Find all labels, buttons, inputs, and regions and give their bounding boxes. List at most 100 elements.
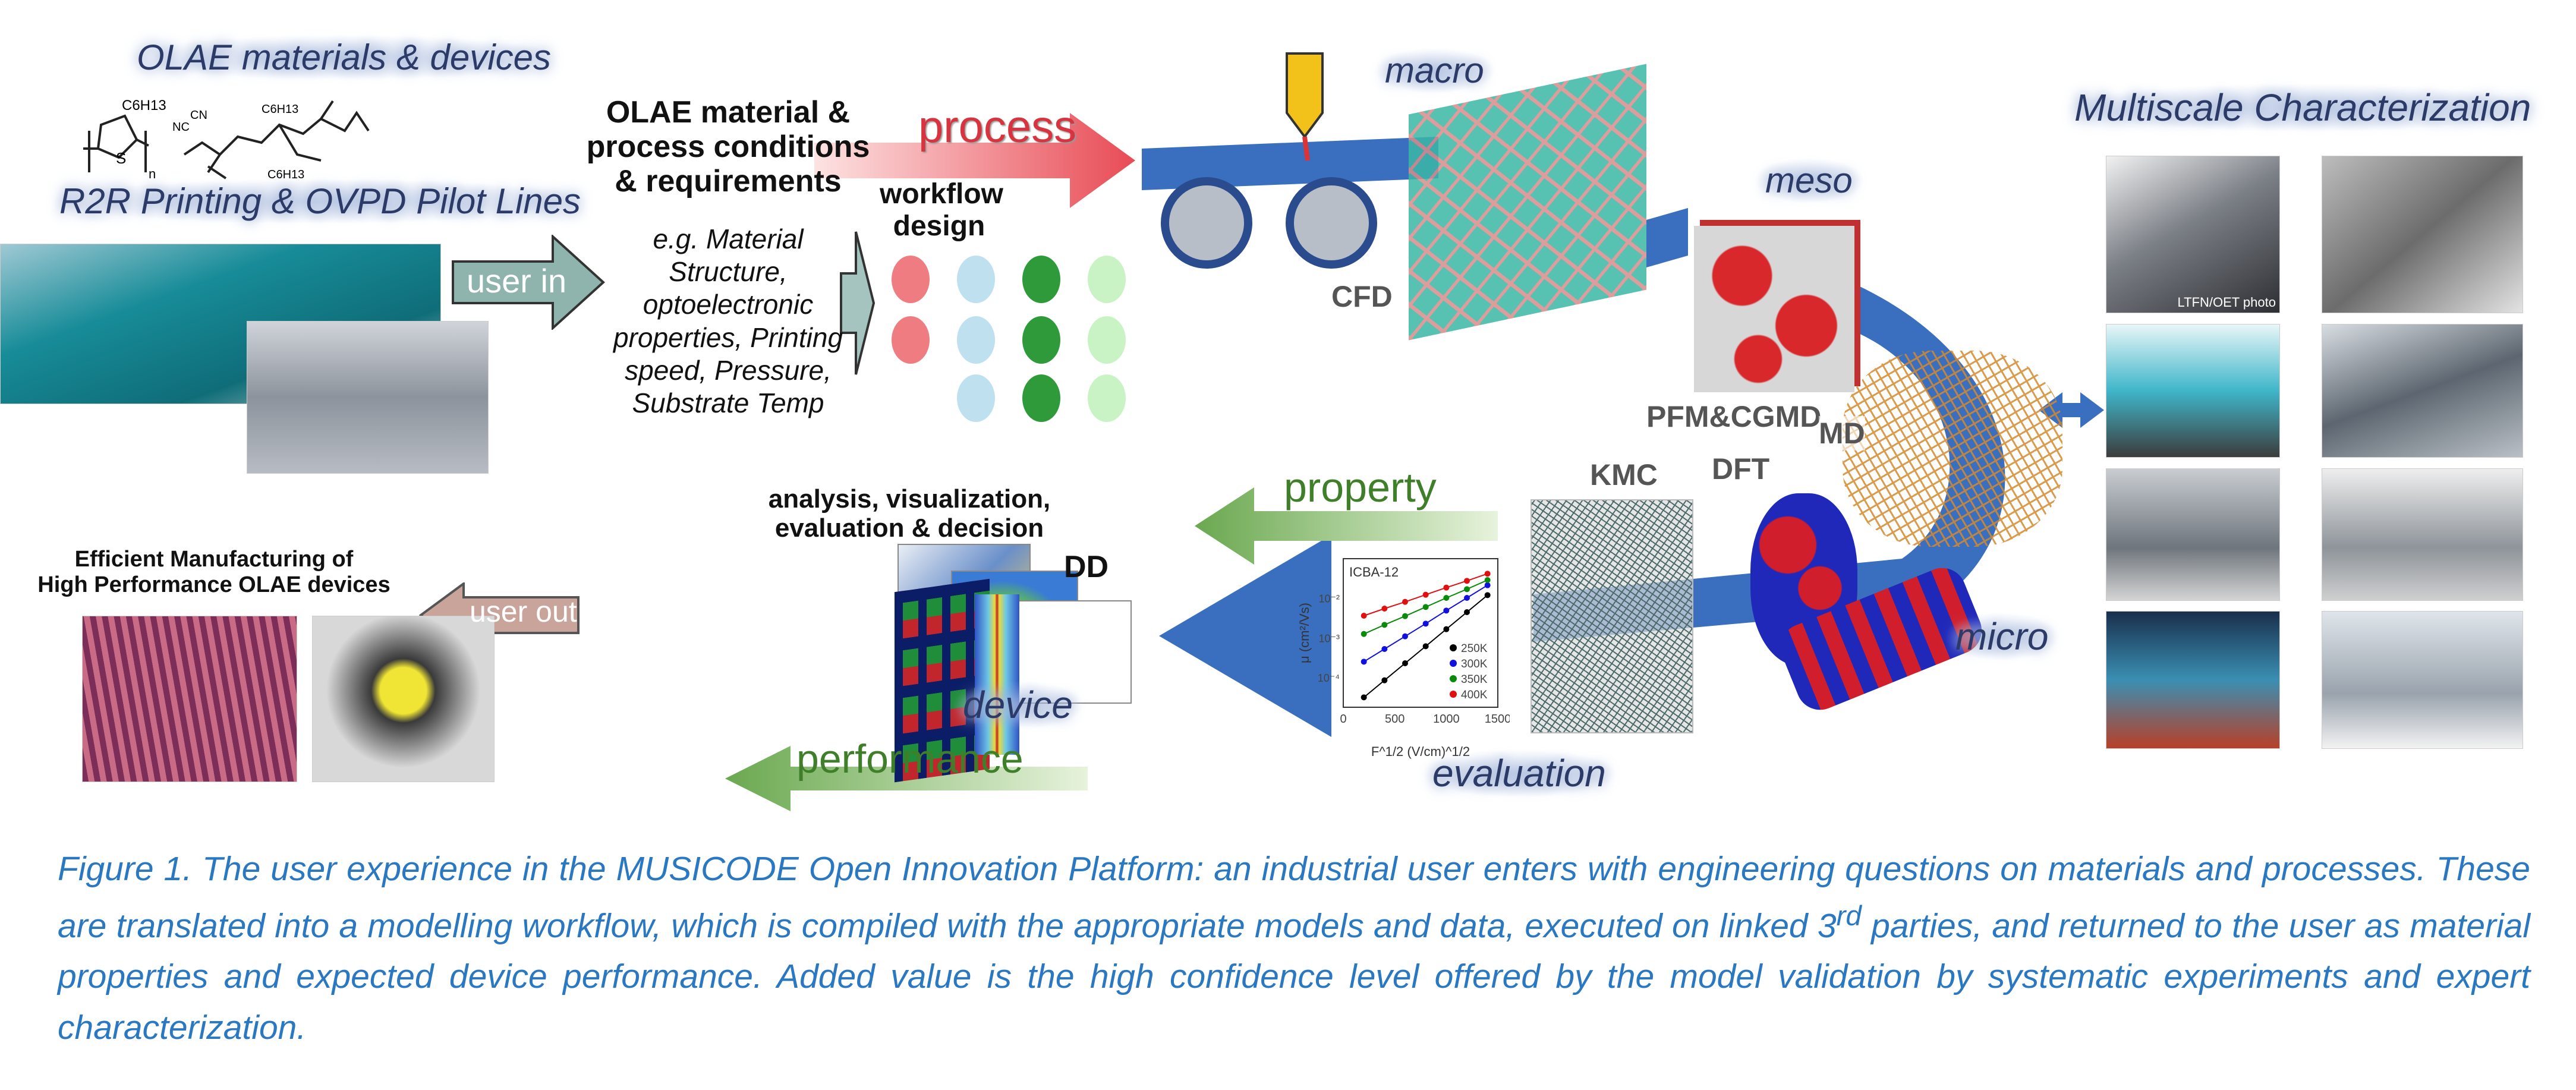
characterization-photo [2106,611,2280,749]
data-point [1484,582,1491,588]
chem-label: C6H13 [267,168,304,181]
conditions-title-line: process conditions [586,130,870,165]
data-point [1361,613,1367,619]
data-point [1464,609,1470,615]
data-point [1381,606,1388,612]
flexible-device-photo [82,616,297,782]
chemical-structures: S C6H13 n NC CN C6H13 C6H13 [83,97,370,181]
conditions-title-line: & requirements [615,164,842,199]
conditions-example-line: optoelectronic [643,289,814,320]
user-out-label: user out [470,595,577,628]
characterization-photo [2322,324,2523,458]
data-point [1381,677,1388,683]
data-point [1402,660,1408,666]
small-input-arrow [840,231,876,375]
legend-marker [1450,660,1457,667]
data-point [1484,592,1491,598]
legend-label: 250K [1461,642,1488,655]
md-structure-image [1843,351,2062,547]
print-nozzle [1286,52,1324,139]
process-arrow [814,113,1135,208]
user-in-arrow [452,235,605,330]
workflow-node [892,256,930,303]
y-tick-label: 10⁻² [1318,593,1340,605]
workflow-node [957,316,995,364]
mobility-chart: F^1/2 (V/cm)^1/2 ICBA-1205001000150010⁻⁴… [1297,558,1510,759]
chem-label: CN [190,109,207,122]
workflow-node [1022,316,1060,364]
characterization-title: Multiscale Characterization [2062,83,2543,132]
data-point [1464,578,1470,584]
characterization-photo [2322,156,2523,313]
pfm-cgmd-label: PFM&CGMD [1646,400,1822,433]
data-point [1402,633,1408,639]
x-tick-label: 1500 [1485,713,1510,726]
conditions-example-line: Structure, [669,256,788,288]
conditions-title-line: OLAE material & [606,95,851,130]
data-point [1402,598,1408,605]
roller-left [1161,177,1252,269]
workflow-node [1088,256,1126,303]
characterization-photo [2322,611,2523,749]
x-tick-label: 0 [1340,713,1346,726]
meso-label: meso [1753,157,1865,203]
data-point [1484,577,1491,583]
legend-marker [1450,644,1457,651]
workflow-node [957,256,995,303]
legend-label: 300K [1461,658,1488,670]
data-point [1484,571,1491,577]
analysis-title-line: evaluation & decision [774,514,1044,543]
chart-title: ICBA-12 [1349,565,1399,579]
kmc-box-image [1531,499,1693,733]
user-in-label: user in [467,262,567,300]
data-point [1443,584,1450,591]
macro-band [1142,137,1438,190]
data-point [1381,646,1388,652]
efficient-title-line: High Performance OLAE devices [37,572,391,597]
workflow-node [1088,316,1126,364]
characterization-photo [2322,468,2523,601]
data-point [1443,595,1450,601]
legend-marker [1450,675,1457,682]
characterization-photo [2106,468,2280,601]
device-heatmap-image [975,594,1019,755]
data-point [1443,626,1450,632]
micro-label: micro [1944,612,2061,661]
caption-text: Figure 1. The user experience in the MUS… [58,850,2530,945]
chem-label: S [116,149,126,167]
cfd-label: CFD [1331,280,1393,313]
plot-frame [1343,558,1498,708]
conditions-example-line: properties, Printing [613,322,843,353]
data-point [1422,643,1429,650]
caption-text: parties, and returned to the user as mat… [58,906,2530,1047]
legend-marker [1450,691,1457,698]
roller-right [1286,177,1377,269]
workflow-node [1022,256,1060,303]
y-axis-label: μ (cm²/Vs) [1297,603,1312,663]
data-point [1422,604,1429,610]
characterization-photo [2106,324,2280,458]
workflow-node [892,316,930,364]
chem-label: C6H13 [122,97,166,114]
workflow-node [957,374,995,422]
data-point [1361,659,1367,665]
device-label: device [951,681,1085,729]
conditions-example-line: e.g. Material [653,223,804,254]
chem-label: NC [172,121,190,134]
workflow-title-line: design [893,210,985,242]
macro-label: macro [1373,48,1496,93]
pilot-title: R2R Printing & OVPD Pilot Lines [48,178,593,224]
property-arrow [1195,487,1498,565]
data-point [1422,620,1429,627]
process-label: process [918,102,1077,152]
data-point [1361,631,1367,637]
workflow-node [1022,374,1060,422]
photo-credit: LTFN/OET photo [2177,295,2276,310]
device-test-photo [312,616,495,782]
materials-title: OLAE materials & devices [125,34,563,80]
kmc-label: KMC [1590,458,1658,492]
data-point [1443,607,1450,614]
caption-text: 3 [1817,906,1837,945]
workflow-title-line: workflow [880,178,1004,210]
meso-cube-image [1694,226,1854,392]
